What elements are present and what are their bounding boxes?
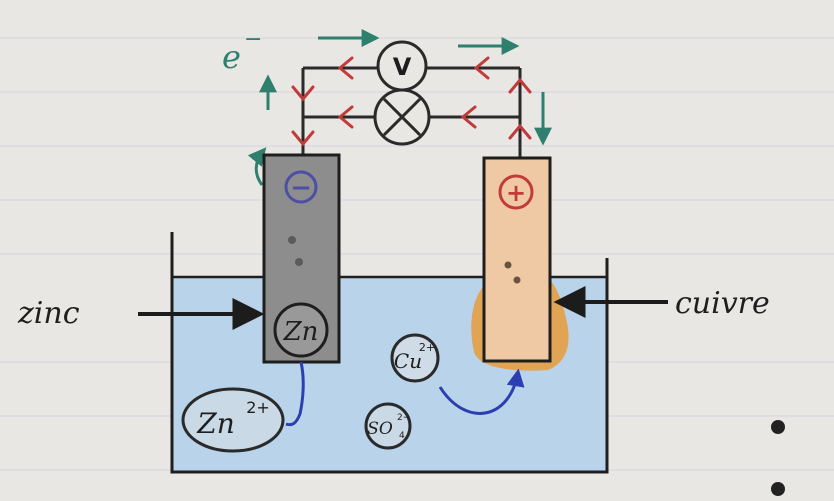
electron-label: e (222, 38, 241, 76)
cathode-sign: + (506, 179, 526, 207)
copper-electrode: + (482, 156, 552, 363)
anode-sign: − (290, 173, 312, 203)
page-bullet (771, 420, 785, 434)
sulfate-subscript: 4 (399, 431, 405, 441)
beaker-outline (170, 232, 609, 474)
cu-ion-label: Cu (394, 349, 422, 373)
lamp (373, 88, 431, 146)
sulfate-ion-circle (364, 402, 412, 450)
zn-electrode-label: Zn (283, 317, 319, 347)
cathode-sign-circle (498, 174, 534, 210)
anode-sign-circle (284, 170, 318, 204)
zn-ion-release-arrow (285, 361, 305, 427)
zn-ion-charge: 2+ (246, 398, 270, 417)
voltmeter: V (376, 40, 428, 92)
sulfate-ion: SO 4 2− (364, 402, 412, 450)
zn-ion-ellipse (181, 387, 285, 453)
electron-charge: − (244, 27, 262, 52)
external-circuit (301, 66, 522, 158)
sulfate-label: SO (367, 419, 393, 439)
sulfate-charge: 2− (397, 413, 410, 423)
zn-ion: Zn 2+ (181, 387, 285, 453)
cu-ion: Cu 2+ (390, 333, 440, 383)
cu-ion-charge: 2+ (419, 341, 435, 354)
cuivre-label: cuivre (675, 286, 770, 321)
page-bullet (771, 482, 785, 496)
cu-ion-migration-arrow (438, 368, 525, 415)
zn-electrode-circle (273, 302, 329, 358)
voltmeter-label: V (393, 53, 412, 81)
zn-ion-label: Zn (196, 407, 235, 440)
zinc-label: zinc (17, 296, 80, 331)
current-direction-arrows (291, 56, 532, 147)
zinc-electrode: − Zn (262, 153, 341, 364)
cu-ion-circle (390, 333, 440, 383)
copper-plate (482, 156, 552, 363)
